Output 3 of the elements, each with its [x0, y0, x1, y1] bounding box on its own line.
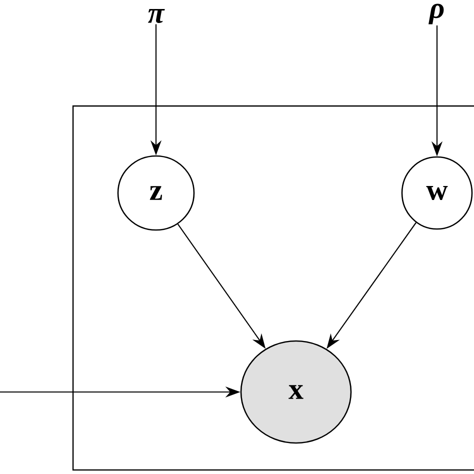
parameter-label: ρ [428, 4, 444, 24]
parameter-label: π [148, 8, 165, 24]
plate-frame [72, 105, 474, 471]
